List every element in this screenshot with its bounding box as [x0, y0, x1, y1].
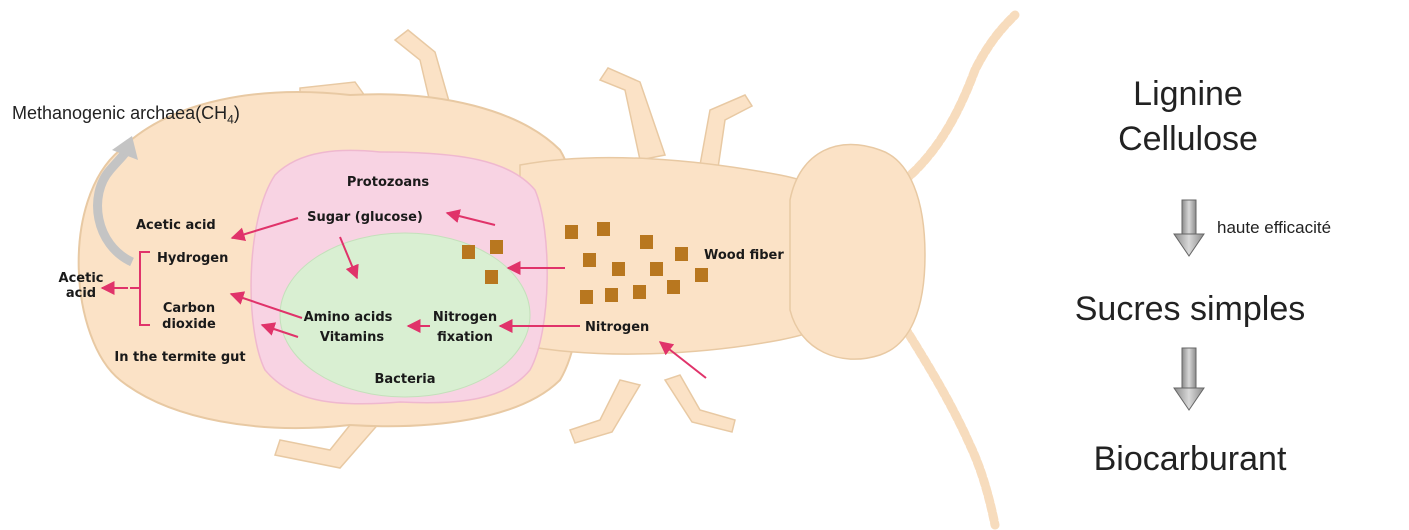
label-vitamins: Vitamins — [320, 330, 385, 345]
label-nitrogen-fixation-1: Nitrogen — [433, 310, 497, 325]
process-step-cellulose: Cellulose — [1093, 120, 1283, 159]
wood-chip — [605, 288, 618, 302]
label-protozoans: Protozoans — [347, 175, 430, 190]
antenna-lower — [900, 320, 995, 525]
wood-chip — [675, 247, 688, 261]
label-amino-acids: Amino acids — [304, 310, 393, 325]
label-nitrogen: Nitrogen — [585, 320, 649, 335]
label-methanogenic-end: ) — [234, 103, 240, 123]
label-acetic-acid-top: Acetic acid — [136, 218, 216, 233]
wood-chip — [583, 253, 596, 267]
process-step-lignine: Lignine — [1093, 75, 1283, 114]
label-bacteria: Bacteria — [374, 372, 435, 387]
process-arrow-1 — [1174, 200, 1204, 256]
termite-head — [790, 144, 925, 359]
label-sugar: Sugar (glucose) — [307, 210, 423, 225]
wood-chip — [650, 262, 663, 276]
wood-chip — [485, 270, 498, 284]
label-wood-fiber: Wood fiber — [704, 248, 784, 263]
label-methanogenic-main: Methanogenic archaea(CH — [12, 103, 227, 123]
wood-chip — [462, 245, 475, 259]
label-methanogenic-sub: 4 — [227, 113, 234, 127]
label-methanogenic-archaea: Methanogenic archaea(CH4) — [12, 103, 240, 127]
label-acetic-left-1: Acetic — [59, 271, 104, 286]
process-note-efficiency: haute efficacité — [1217, 218, 1331, 238]
label-nitrogen-fixation-2: fixation — [437, 330, 493, 345]
antenna-upper — [905, 15, 1015, 180]
label-carbon-1: Carbon — [163, 301, 215, 316]
label-hydrogen: Hydrogen — [157, 251, 228, 266]
wood-chip — [633, 285, 646, 299]
wood-chip — [490, 240, 503, 254]
wood-chip — [640, 235, 653, 249]
process-arrow-2 — [1174, 348, 1204, 410]
wood-chip — [695, 268, 708, 282]
process-step-biocarburant: Biocarburant — [1060, 440, 1320, 479]
wood-chip — [580, 290, 593, 304]
wood-chip — [597, 222, 610, 236]
wood-chip — [612, 262, 625, 276]
wood-chip — [667, 280, 680, 294]
wood-chip — [565, 225, 578, 239]
label-acetic-left-2: acid — [66, 286, 96, 301]
label-carbon-2: dioxide — [162, 317, 216, 332]
label-termite-gut: In the termite gut — [114, 350, 245, 365]
process-step-sucres: Sucres simples — [1055, 290, 1325, 329]
